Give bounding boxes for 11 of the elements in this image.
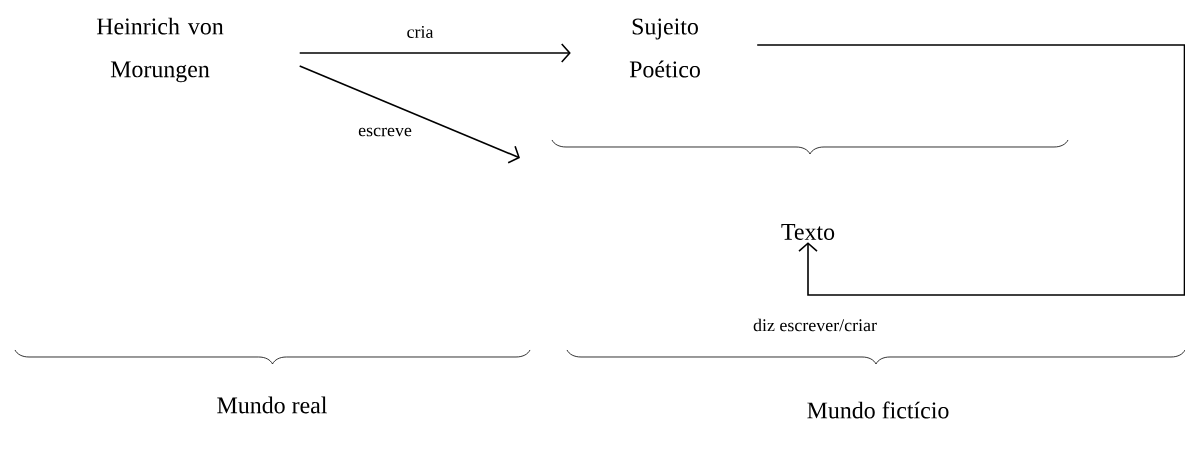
arrow	[756, 44, 1185, 296]
text-label: Sujeito Poético	[629, 18, 700, 78]
text-label: Mundo fictício	[807, 401, 949, 419]
arrow	[298, 65, 520, 164]
text-label: Heinrich von Morungen	[96, 17, 224, 83]
edge-label: diz escrever/criar	[753, 318, 877, 332]
text-label: Mundo real	[217, 396, 327, 414]
edge-label: cria	[407, 25, 434, 38]
edge-label: escreve	[358, 127, 412, 137]
arrow	[298, 43, 571, 63]
text-label: Texto	[781, 224, 835, 240]
